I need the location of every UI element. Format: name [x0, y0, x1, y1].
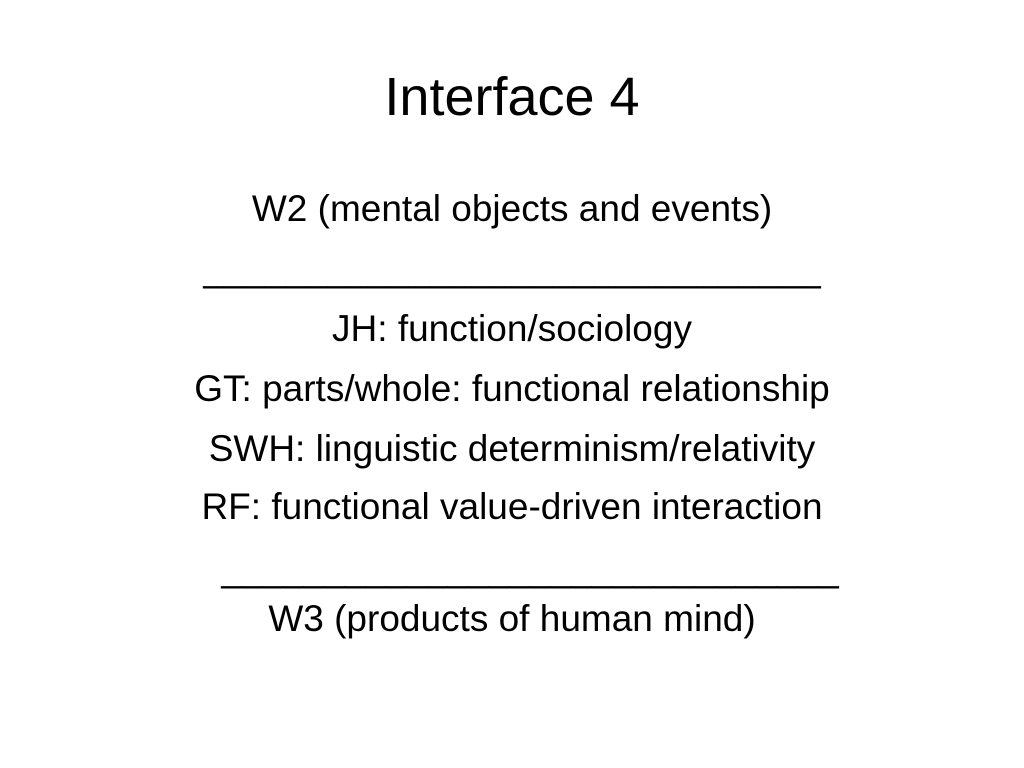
divider-bottom: ______________________________	[221, 548, 839, 589]
swh-line: SWH: linguistic determinism/relativity	[208, 428, 816, 469]
w2-heading: W2 (mental objects and events)	[251, 188, 773, 229]
gt-line: GT: parts/whole: functional relationship	[194, 368, 830, 409]
jh-line: JH: function/sociology	[332, 308, 692, 349]
slide-title: Interface 4	[384, 67, 640, 127]
rf-line: RF: functional value-driven interaction	[201, 486, 823, 527]
divider-top: ______________________________	[203, 248, 821, 289]
w3-heading: W3 (products of human mind)	[268, 598, 756, 639]
